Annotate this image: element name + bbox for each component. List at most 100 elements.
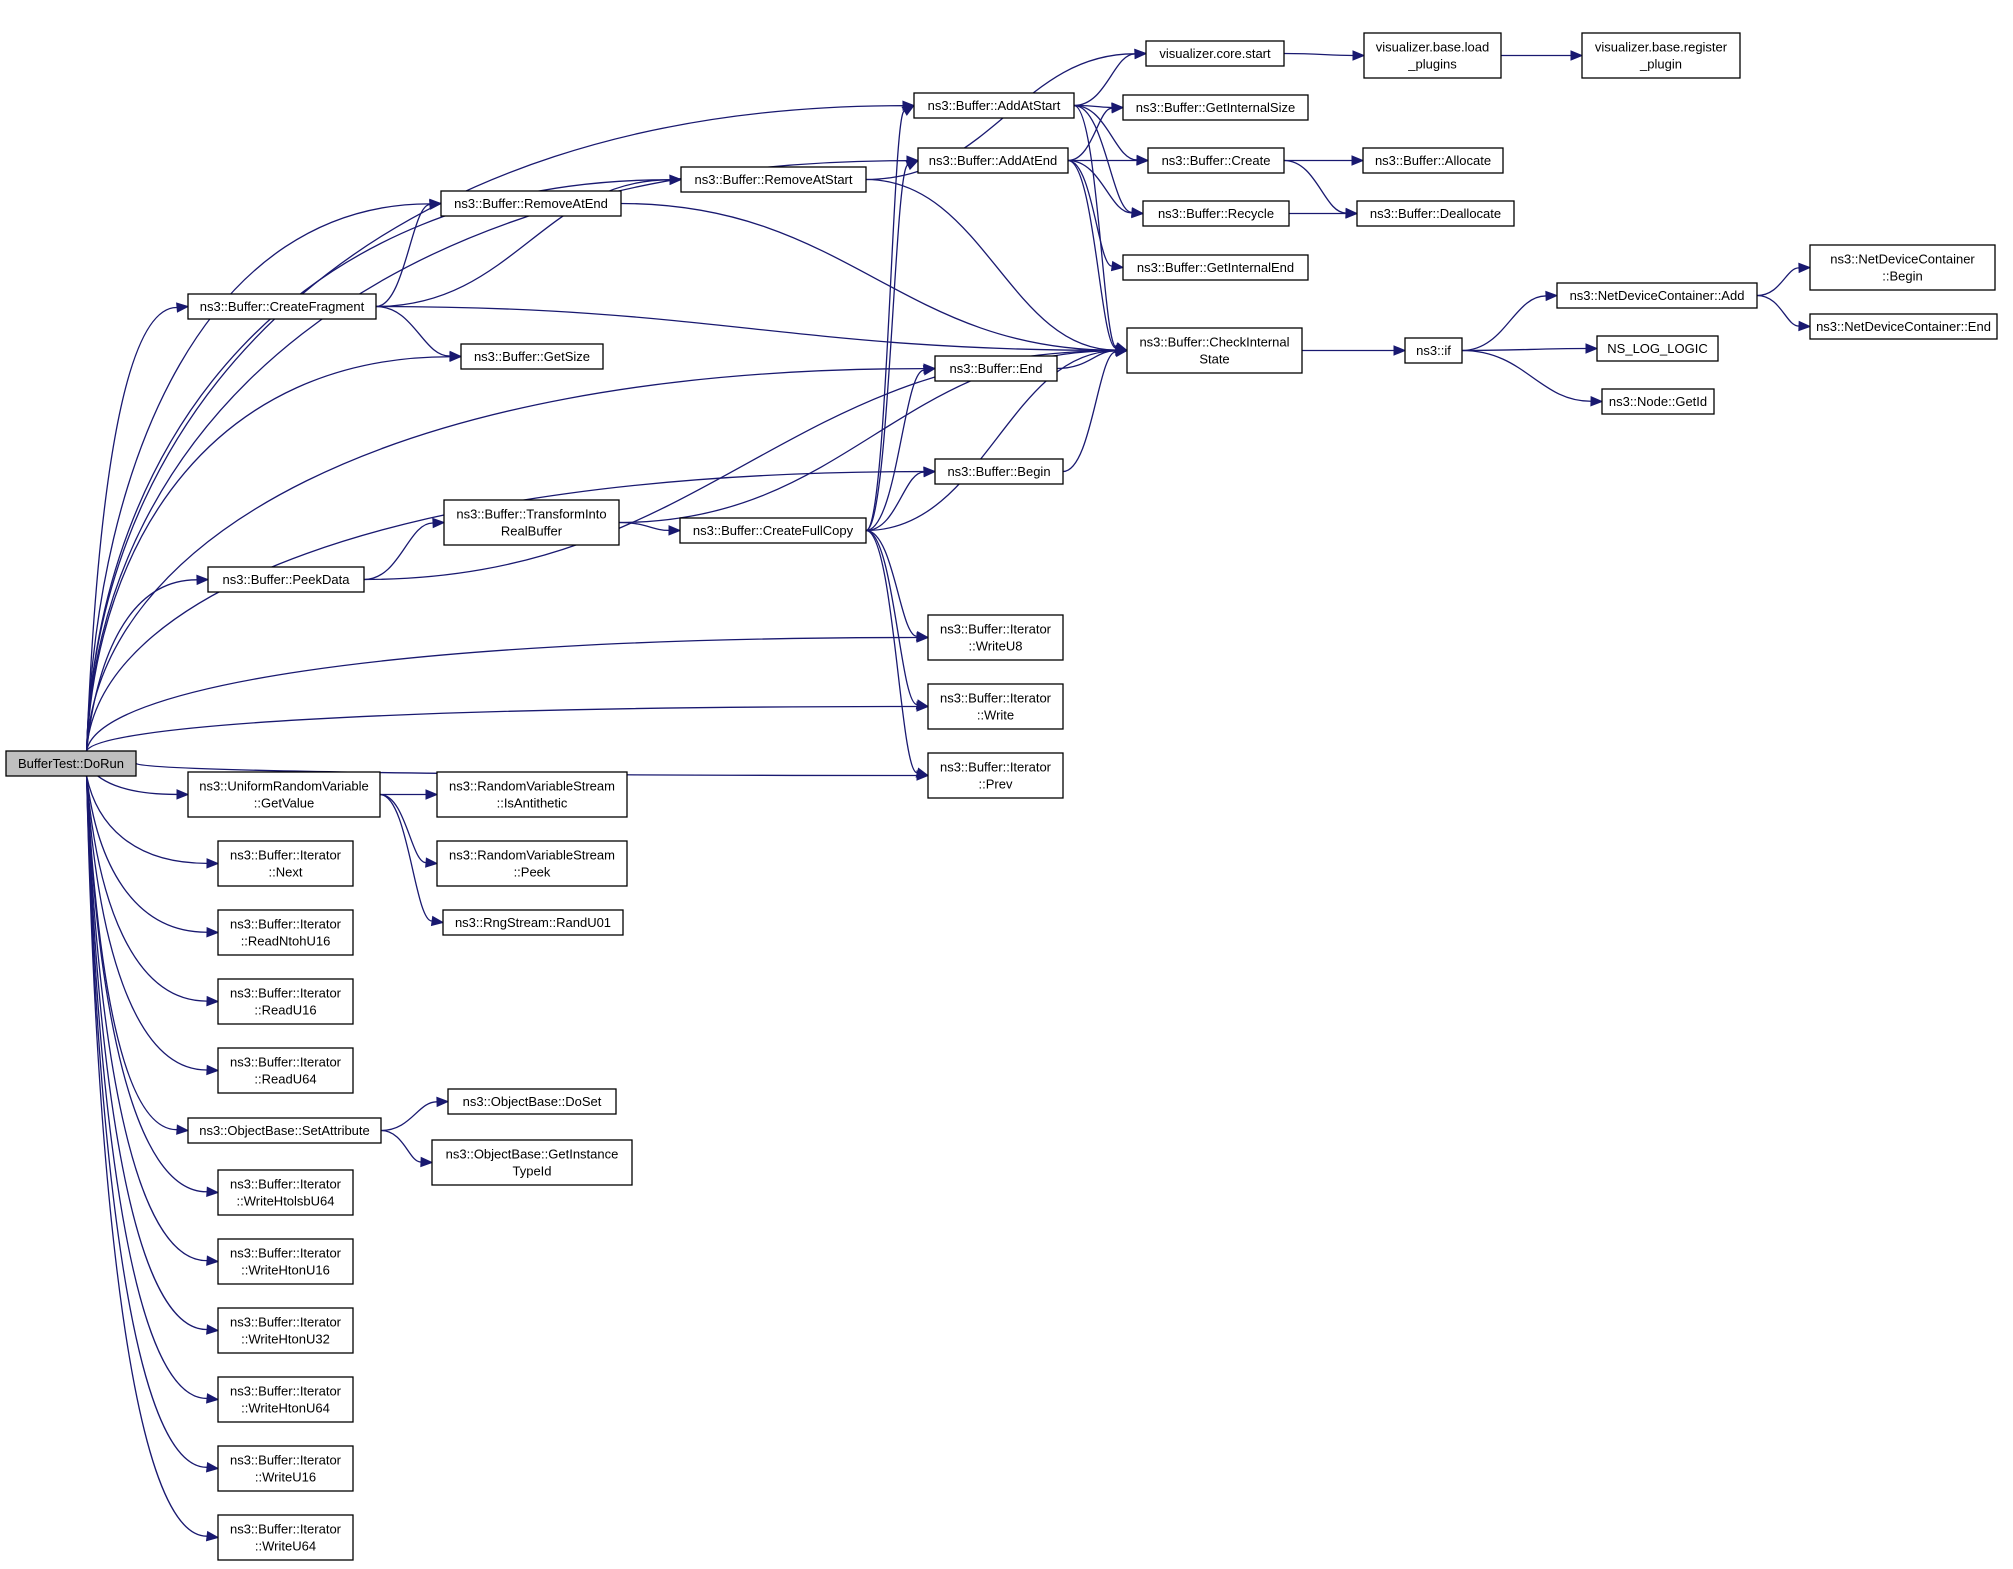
node-box <box>679 517 867 544</box>
node-ns3-node-getid[interactable]: ns3::Node::GetId <box>1601 388 1715 415</box>
edge-n0-n13 <box>86 705 918 752</box>
node-label: ::Write <box>977 708 1014 723</box>
arrowhead-n10-n12 <box>915 630 930 642</box>
edge-n0-n29 <box>85 775 208 1400</box>
node-ns3-rngstream-randu01[interactable]: ns3::RngStream::RandU01 <box>442 909 624 936</box>
edge-n0-n27 <box>85 775 208 1262</box>
edge-n5-n6 <box>375 305 451 357</box>
node-label: ::Peek <box>514 865 551 880</box>
node-ns3-buffer-removeatend[interactable]: ns3::Buffer::RemoveAtEnd <box>440 190 622 217</box>
node-label: ::ReadU64 <box>254 1072 316 1087</box>
node-visualizer-core-start[interactable]: visualizer.core.start <box>1145 40 1285 67</box>
node-ns3-buffer-getinternalsize[interactable]: ns3::Buffer::GetInternalSize <box>1122 94 1309 121</box>
node-label: _plugin <box>1639 57 1682 72</box>
node-label: ns3::Buffer::Iterator <box>940 691 1052 706</box>
node-ns3-randomvariablestream-peek[interactable]: ns3::RandomVariableStream::Peek <box>436 840 628 887</box>
edge-n1-n32 <box>1073 53 1136 107</box>
node-label: ns3::Buffer::GetInternalEnd <box>1137 260 1294 275</box>
arrowhead-n42-n46 <box>1585 343 1599 354</box>
edge-n0-n12 <box>85 636 918 752</box>
node-label: ::Begin <box>1882 269 1922 284</box>
node-box <box>1809 313 1998 340</box>
node-ns3-buffer-iterator-writeu64[interactable]: ns3::Buffer::Iterator::WriteU64 <box>217 1514 354 1561</box>
node-ns3-buffer-iterator-readntohu16[interactable]: ns3::Buffer::Iterator::ReadNtohU16 <box>217 909 354 956</box>
edge-n10-n12 <box>865 529 918 637</box>
arrowhead-n3-n36 <box>1136 155 1150 166</box>
node-label: ns3::Buffer::Recycle <box>1158 206 1274 221</box>
node-ns3-uniformrandomvariable-getvalue[interactable]: ns3::UniformRandomVariable::GetValue <box>187 771 381 818</box>
node-ns3-buffer-addatstart[interactable]: ns3::Buffer::AddAtStart <box>913 92 1075 119</box>
node-ns3-buffer-iterator-writeu8[interactable]: ns3::Buffer::Iterator::WriteU8 <box>927 614 1064 661</box>
node-label: ::WriteHtonU16 <box>241 1263 330 1278</box>
node-box <box>1601 388 1715 415</box>
node-ns-log-logic[interactable]: NS_LOG_LOGIC <box>1596 335 1719 362</box>
node-visualizer-base-load-plugins[interactable]: visualizer.base.load_plugins <box>1363 32 1502 79</box>
arrowhead-n36-n37 <box>1351 155 1365 166</box>
edge-n10-n8 <box>865 471 925 532</box>
node-ns3-objectbase-doset[interactable]: ns3::ObjectBase::DoSet <box>447 1088 617 1115</box>
node-ns3-buffer-create[interactable]: ns3::Buffer::Create <box>1147 147 1285 174</box>
node-ns3-buffer-deallocate[interactable]: ns3::Buffer::Deallocate <box>1356 200 1515 227</box>
node-visualizer-base-register-plugin[interactable]: visualizer.base.register_plugin <box>1581 32 1741 79</box>
node-ns3-buffer-iterator-readu64[interactable]: ns3::Buffer::Iterator::ReadU64 <box>217 1047 354 1094</box>
node-ns3-netdevicecontainer-add[interactable]: ns3::NetDeviceContainer::Add <box>1556 282 1758 309</box>
arrowhead-n3-n38 <box>1131 207 1145 219</box>
arrowhead-n10-n7 <box>922 365 937 376</box>
node-label: ns3::Buffer::Iterator <box>230 1522 342 1537</box>
node-label: ns3::NetDeviceContainer <box>1830 252 1975 267</box>
node-ns3-buffer-iterator-next[interactable]: ns3::Buffer::Iterator::Next <box>217 840 354 887</box>
node-ns3-buffer-iterator-writehtolsbu64[interactable]: ns3::Buffer::Iterator::WriteHtolsbU64 <box>217 1169 354 1216</box>
node-ns3-objectbase-setattribute[interactable]: ns3::ObjectBase::SetAttribute <box>187 1117 382 1144</box>
edge-n23-n24 <box>380 1101 438 1132</box>
node-ns3-buffer-iterator-prev[interactable]: ns3::Buffer::Iterator::Prev <box>927 752 1064 799</box>
node-label: ::IsAntithetic <box>497 796 568 811</box>
node-ns3-netdevicecontainer-end[interactable]: ns3::NetDeviceContainer::End <box>1809 313 1998 340</box>
node-label: ::GetValue <box>254 796 314 811</box>
node-box <box>187 771 381 818</box>
node-box <box>217 909 354 956</box>
edge-n10-n13 <box>865 529 918 706</box>
node-ns3-buffer-iterator-writeu16[interactable]: ns3::Buffer::Iterator::WriteU16 <box>217 1445 354 1492</box>
node-label: ::WriteU16 <box>255 1470 316 1485</box>
node-ns3-buffer-removeatstart[interactable]: ns3::Buffer::RemoveAtStart <box>680 166 867 193</box>
node-label: State <box>1199 352 1229 367</box>
node-ns3-randomvariablestream-isantithetic[interactable]: ns3::RandomVariableStream::IsAntithetic <box>436 771 628 818</box>
node-buffertest-dorun[interactable]: BufferTest::DoRun <box>5 750 137 777</box>
node-ns3-buffer-getinternalend[interactable]: ns3::Buffer::GetInternalEnd <box>1122 254 1309 281</box>
node-box <box>217 1376 354 1423</box>
node-ns3-netdevicecontainer-begin[interactable]: ns3::NetDeviceContainer::Begin <box>1809 244 1996 291</box>
node-ns3-buffer-createfragment[interactable]: ns3::Buffer::CreateFragment <box>187 293 377 320</box>
node-ns3-buffer-begin[interactable]: ns3::Buffer::Begin <box>934 458 1064 485</box>
edge-n10-n3 <box>865 164 909 532</box>
edge-n42-n43 <box>1461 295 1547 352</box>
arrowhead-n0-n28 <box>206 1324 220 1335</box>
node-box <box>217 1047 354 1094</box>
node-ns3-buffer-iterator-writehtonu16[interactable]: ns3::Buffer::Iterator::WriteHtonU16 <box>217 1238 354 1285</box>
arrowhead-n0-n30 <box>205 1462 220 1473</box>
node-label: ::WriteHtonU32 <box>241 1332 330 1347</box>
node-ns3-buffer-iterator-writehtonu64[interactable]: ns3::Buffer::Iterator::WriteHtonU64 <box>217 1376 354 1423</box>
node-ns3-buffer-iterator-readu16[interactable]: ns3::Buffer::Iterator::ReadU16 <box>217 978 354 1025</box>
node-ns3-buffer-end[interactable]: ns3::Buffer::End <box>934 355 1058 382</box>
arrowhead-n42-n43 <box>1545 290 1559 302</box>
node-box <box>680 166 867 193</box>
node-box <box>217 1445 354 1492</box>
node-ns3-buffer-createfullcopy[interactable]: ns3::Buffer::CreateFullCopy <box>679 517 867 544</box>
node-ns3-buffer-peekdata[interactable]: ns3::Buffer::PeekData <box>207 566 365 593</box>
arrowhead-n5-n2 <box>669 174 683 186</box>
node-label: ns3::Buffer::Create <box>1162 153 1271 168</box>
edge-n5-n4 <box>375 204 431 308</box>
node-box <box>436 840 628 887</box>
node-ns3-buffer-getsize[interactable]: ns3::Buffer::GetSize <box>460 343 604 370</box>
node-ns3-if[interactable]: ns3::if <box>1404 337 1463 364</box>
node-ns3-buffer-addatend[interactable]: ns3::Buffer::AddAtEnd <box>917 147 1069 174</box>
node-ns3-buffer-recycle[interactable]: ns3::Buffer::Recycle <box>1142 200 1290 227</box>
edge-n23-n25 <box>380 1129 422 1163</box>
arrowhead-n0-n15 <box>176 789 190 800</box>
node-ns3-buffer-iterator-write[interactable]: ns3::Buffer::Iterator::Write <box>927 683 1064 730</box>
node-ns3-buffer-iterator-writehtonu32[interactable]: ns3::Buffer::Iterator::WriteHtonU32 <box>217 1307 354 1354</box>
node-ns3-buffer-allocate[interactable]: ns3::Buffer::Allocate <box>1362 147 1504 174</box>
